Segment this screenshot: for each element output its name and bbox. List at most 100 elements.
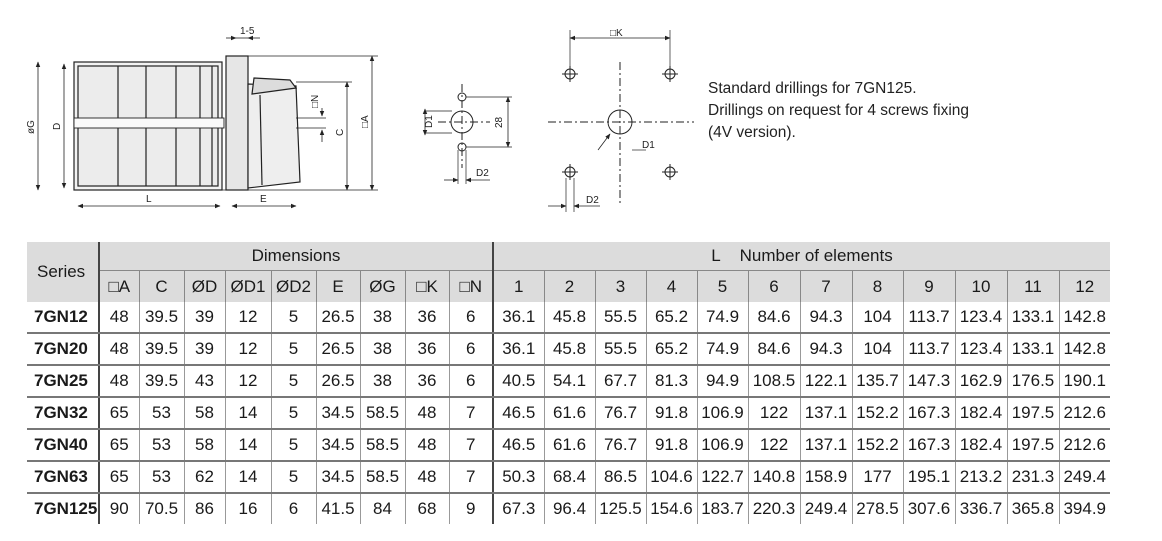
length-cell: 125.5 xyxy=(594,493,646,524)
element-column-header: 7 xyxy=(799,270,852,302)
length-cell: 195.1 xyxy=(902,461,955,494)
dim-cell: 34.5 xyxy=(315,461,360,494)
element-column-header: 9 xyxy=(902,270,955,302)
dim-cell: 5 xyxy=(270,365,316,398)
dim-cell: 62 xyxy=(183,461,225,494)
dim-column-header: □K xyxy=(404,270,449,302)
label-28: 28 xyxy=(494,116,505,128)
length-cell: 81.3 xyxy=(645,365,697,398)
series-cell: 7GN32 xyxy=(27,397,99,430)
length-cell: 278.5 xyxy=(851,493,903,524)
length-cell: 94.9 xyxy=(696,365,748,398)
length-cell: 190.1 xyxy=(1058,365,1110,398)
length-cell: 307.6 xyxy=(902,493,955,524)
dim-cell: 36 xyxy=(404,365,449,398)
length-cell: 137.1 xyxy=(799,397,852,430)
dim-cell: 34.5 xyxy=(315,429,360,462)
length-cell: 162.9 xyxy=(954,365,1007,398)
dim-cell: 90 xyxy=(98,493,139,524)
note-line-2: Drillings on request for 4 screws fixing xyxy=(708,102,970,119)
side-view xyxy=(73,55,301,191)
length-cell: 104 xyxy=(851,302,903,334)
dim-cell: 58.5 xyxy=(359,461,405,494)
length-cell: 142.8 xyxy=(1058,302,1110,334)
dim-cell: 5 xyxy=(270,333,316,366)
dim-cell: 34.5 xyxy=(315,397,360,430)
dim-column-header: ØD xyxy=(183,270,225,302)
dim-cell: 48 xyxy=(98,302,139,334)
dim-cell: 48 xyxy=(404,429,449,462)
label-a: □A xyxy=(360,115,371,128)
element-column-header: 1 xyxy=(492,270,544,302)
dim-cell: 38 xyxy=(359,302,405,334)
note-line-3: (4V version). xyxy=(708,124,796,141)
dim-cell: 26.5 xyxy=(315,302,360,334)
dim-cell: 48 xyxy=(404,397,449,430)
length-cell: 167.3 xyxy=(902,397,955,430)
dim-cell: 6 xyxy=(448,365,493,398)
dim-cell: 26.5 xyxy=(315,365,360,398)
series-cell: 7GN63 xyxy=(27,461,99,494)
length-cell: 197.5 xyxy=(1006,397,1059,430)
series-cell: 7GN125 xyxy=(34,499,98,518)
length-cell: 122.1 xyxy=(799,365,852,398)
length-cell: 336.7 xyxy=(954,493,1007,524)
dim-cell: 6 xyxy=(270,493,316,524)
dim-cell: 58.5 xyxy=(359,429,405,462)
label-gap: 1-5 xyxy=(240,26,255,37)
dim-cell: 65 xyxy=(98,461,139,494)
length-cell: 123.4 xyxy=(954,302,1007,334)
dim-cell: 53 xyxy=(138,429,184,462)
length-cell: 36.1 xyxy=(492,302,544,334)
dim-cell: 84 xyxy=(359,493,405,524)
dim-cell: 36 xyxy=(404,302,449,334)
dim-cell: 12 xyxy=(224,365,271,398)
dim-cell: 7 xyxy=(448,429,493,462)
dim-cell: 16 xyxy=(224,493,271,524)
series-cell: 7GN40 xyxy=(27,429,99,462)
dim-column-header: ØD2 xyxy=(270,270,316,302)
length-cell: 249.4 xyxy=(1058,461,1110,494)
length-cell: 152.2 xyxy=(851,429,903,462)
dim-column-header: C xyxy=(138,270,184,302)
length-cell: 133.1 xyxy=(1006,302,1059,334)
length-cell: 197.5 xyxy=(1006,429,1059,462)
element-column-header: 4 xyxy=(645,270,697,302)
drilling-pattern-4v xyxy=(548,30,694,212)
length-cell: 106.9 xyxy=(696,429,748,462)
length-cell: 45.8 xyxy=(543,333,595,366)
dim-cell: 7 xyxy=(448,461,493,494)
elements-header: Number of elements xyxy=(739,246,893,265)
dim-cell: 6 xyxy=(448,333,493,366)
dim-cell: 41.5 xyxy=(315,493,360,524)
length-cell: 96.4 xyxy=(543,493,595,524)
label-d2-b: D2 xyxy=(586,195,599,206)
length-cell: 249.4 xyxy=(799,493,852,524)
length-cell: 158.9 xyxy=(799,461,852,494)
label-d: D xyxy=(52,123,63,130)
length-cell: 86.5 xyxy=(594,461,646,494)
dim-cell: 39 xyxy=(183,302,225,334)
dim-cell: 5 xyxy=(270,302,316,334)
length-cell: 94.3 xyxy=(799,333,852,366)
length-cell: 176.5 xyxy=(1006,365,1059,398)
label-d1: D1 xyxy=(424,115,435,128)
length-cell: 122.7 xyxy=(696,461,748,494)
dim-cell: 43 xyxy=(183,365,225,398)
dim-cell: 6 xyxy=(448,302,493,334)
length-cell: 76.7 xyxy=(594,397,646,430)
length-cell: 123.4 xyxy=(954,333,1007,366)
length-cell: 152.2 xyxy=(851,397,903,430)
length-cell: 113.7 xyxy=(902,302,955,334)
label-d1-b: D1 xyxy=(642,140,655,151)
length-cell: 182.4 xyxy=(954,429,1007,462)
dim-cell: 39.5 xyxy=(138,365,184,398)
dim-cell: 12 xyxy=(224,302,271,334)
